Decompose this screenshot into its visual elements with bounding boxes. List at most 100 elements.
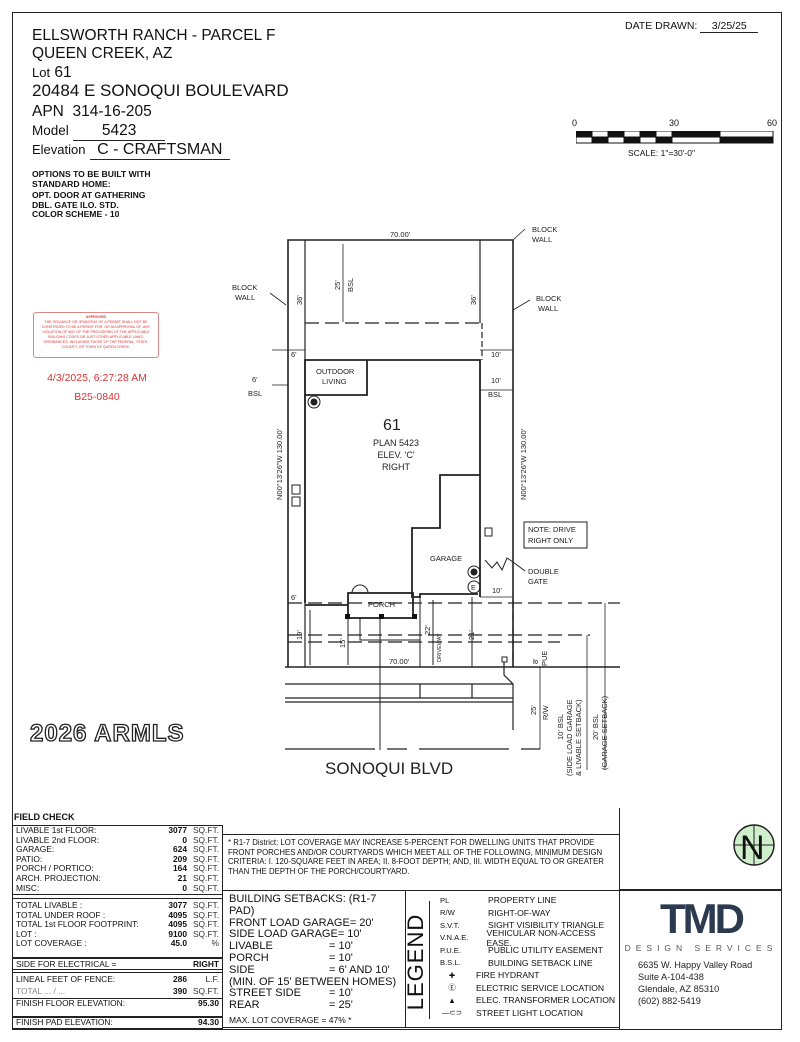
setback-label: SIDE — [229, 963, 255, 976]
cell-value: 624 — [173, 844, 187, 855]
north-arrow-icon: N — [733, 824, 775, 867]
cell-value: 45.0 — [170, 938, 187, 949]
finish-pad-row: FINISH PAD ELEVATION:94.30 — [12, 1016, 223, 1029]
cell-unit: SQ.FT. — [192, 825, 219, 835]
address: 20484 E SONOQUI BOULEVARD — [32, 81, 289, 100]
company-logo: TMD — [660, 895, 745, 942]
double-gate-label: GATE — [528, 577, 548, 586]
lot-number: 61 — [54, 64, 72, 81]
watermark: 2026 ARMLS — [29, 719, 185, 747]
setback-value: = 10' — [329, 940, 353, 953]
finish-floor-label: FINISH FLOOR ELEVATION: — [16, 999, 126, 1009]
fire-hydrant-icon: ✚ — [448, 970, 456, 980]
setback-value: = 10' — [337, 928, 362, 941]
address-line: Suite A-104-438 — [638, 972, 704, 982]
street-lines — [285, 662, 540, 750]
apn-label: APN — [32, 103, 64, 120]
date-drawn: DATE DRAWN: 3/25/25 — [625, 20, 759, 33]
block-wall-label: BLOCK — [532, 225, 557, 234]
stamp-title: APPROVED — [85, 315, 107, 319]
block-wall-label: WALL — [538, 304, 558, 313]
address-line: Glendale, AZ 85310 — [638, 984, 720, 994]
cell-unit: SQ.FT. — [192, 863, 219, 874]
scale-tick-60: 60 — [767, 118, 778, 128]
dim-rear-bsl: 25' — [333, 280, 342, 290]
elevation-label: Elevation — [32, 142, 86, 157]
table-row: TOTAL LIVABLE : 3077 SQ.FT. — [13, 900, 222, 911]
options-block: OPTIONS TO BE BUILT WITH STANDARD HOME: … — [32, 169, 167, 220]
electric-service-icon: E — [467, 580, 481, 594]
cell-unit: SQ.FT. — [192, 928, 219, 939]
date-drawn-label: DATE DRAWN: — [625, 20, 698, 32]
setback-value: = 10' — [329, 987, 353, 1000]
legend-text: BUILDING SETBACK LINE — [488, 957, 593, 968]
table-row: LOT COVERAGE :45.0% — [13, 939, 222, 949]
apn-line: APN 314-16-205 — [32, 103, 152, 121]
bsl20-label: 20' BSL — [591, 714, 600, 740]
bsl10-label: 10' BSL — [556, 714, 565, 740]
setback-row: SIDE LOAD GARAGE= 10' — [229, 929, 399, 941]
apn-value: 314-16-205 — [72, 103, 152, 120]
plan-label: PLAN 5423 — [373, 438, 419, 448]
cell-unit: SQ.FT. — [192, 909, 219, 920]
setback-label: (MIN. OF 15' BETWEEN HOMES) — [229, 975, 397, 988]
fence-unit: L.F. — [205, 974, 220, 984]
cell-label: PORCH / PORTICO: — [16, 864, 94, 874]
options-title: OPTIONS TO BE BUILT WITH STANDARD HOME: — [32, 169, 151, 189]
cell-value: 164 — [173, 863, 187, 874]
address-line: 6635 W. Happy Valley Road — [638, 960, 753, 970]
cell-value: 3077 — [168, 900, 187, 910]
cell-value: 21 — [177, 872, 187, 883]
bsl10-label: & LIVABLE SETBACK) — [574, 699, 583, 776]
garage-label: GARAGE — [430, 554, 462, 563]
cell-label: TOTAL LIVABLE : — [16, 901, 83, 910]
transformer-icon: ▲ — [448, 995, 456, 1005]
setback-row: REAR= 25' — [229, 999, 399, 1012]
legend-text: ELECTRIC SERVICE LOCATION — [476, 982, 605, 993]
legend-text: ELEC. TRANSFORMER LOCATION — [476, 995, 616, 1006]
dim-right-front: 10' — [492, 586, 502, 595]
dim-pue: 8' — [531, 658, 540, 664]
elevation-line: Elevation C - CRAFTSMAN — [32, 141, 230, 160]
setback-label: SIDE LOAD GARAGE — [229, 928, 338, 941]
electrical-value: RIGHT — [192, 959, 219, 969]
block-wall-label: WALL — [532, 235, 552, 244]
legend-text: SIGHT VISIBILITY TRIANGLE — [488, 920, 605, 931]
setback-value: = 6' AND 10' — [329, 963, 390, 976]
block-wall-label: BLOCK — [536, 294, 561, 303]
svg-text:N: N — [740, 829, 765, 867]
plot-plan: E 70.00' BLOCK WALL BLOCK WALL BLOCK WAL… — [232, 225, 620, 778]
date-drawn-value: 3/25/25 — [700, 20, 759, 33]
cell-unit: SQ.FT. — [192, 900, 219, 910]
dim-width-top: 70.00' — [390, 230, 411, 239]
legend-abbr: R/W — [440, 908, 455, 918]
dim-front-left: 19' — [295, 630, 304, 640]
cell-value: 4095 — [168, 919, 187, 930]
scale-bar — [576, 131, 774, 144]
drive-note: NOTE: DRIVE — [528, 525, 576, 534]
legend-item: V.N.A.E.VEHICULAR NON-ACCESS EASE. — [428, 928, 619, 948]
block-wall-label: WALL — [235, 293, 255, 302]
cell-unit: SQ.FT. — [192, 834, 219, 845]
cell-value: 0 — [182, 882, 187, 893]
legend-item: B.S.L.BUILDING SETBACK LINE — [428, 957, 619, 970]
coverage-note: * R1-7 District: LOT COVERAGE MAY INCREA… — [222, 834, 620, 891]
company-address: 6635 W. Happy Valley Road Suite A-104-43… — [638, 959, 782, 1007]
field-check-title: FIELD CHECK — [14, 812, 75, 822]
cell-unit: SQ.FT. — [192, 853, 219, 864]
drive-note-box — [523, 521, 588, 549]
stamp-text: THE ISSUANCE OR GRANTING OF A PERMIT SHA… — [41, 320, 151, 349]
cell-unit: SQ.FT. — [192, 844, 219, 855]
outdoor-living-label: OUTDOOR — [316, 367, 355, 376]
scale-tick-0: 0 — [572, 118, 578, 128]
legend-item: S.V.T.SIGHT VISIBILITY TRIANGLE — [428, 919, 619, 932]
legend-text: VEHICULAR NON-ACCESS EASE. — [486, 927, 596, 948]
cell-unit: % — [211, 938, 219, 949]
